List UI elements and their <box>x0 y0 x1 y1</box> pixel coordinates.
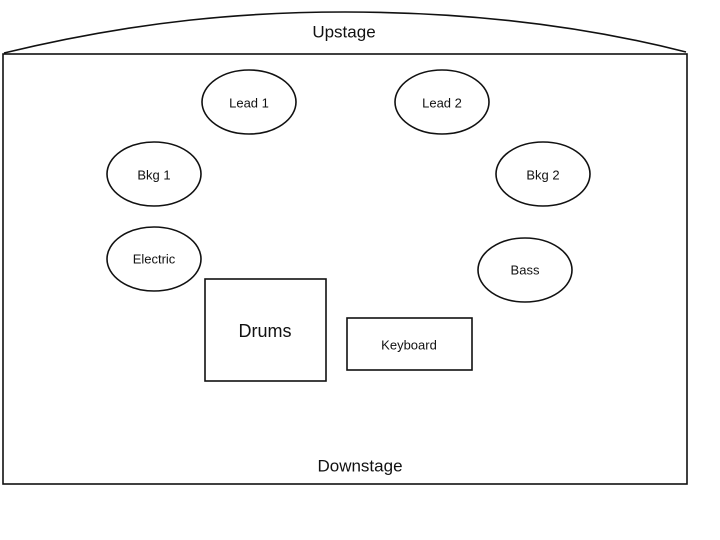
position-drums: Drums <box>204 278 327 382</box>
lead-2-label: Lead 2 <box>422 96 462 111</box>
position-lead-1: Lead 1 <box>201 69 297 135</box>
position-bkg-1: Bkg 1 <box>106 141 202 207</box>
lead-2-circle <box>394 69 490 135</box>
electric-label: Electric <box>133 252 176 267</box>
drums-box <box>204 278 327 382</box>
position-bass: Bass <box>477 237 573 303</box>
bass-circle <box>477 237 573 303</box>
drums-label: Drums <box>239 321 292 341</box>
upstage-label: Upstage <box>312 23 375 42</box>
bkg-1-circle <box>106 141 202 207</box>
position-keyboard: Keyboard <box>346 317 473 371</box>
stage-area <box>2 53 688 485</box>
bkg-2-circle <box>495 141 591 207</box>
keyboard-label: Keyboard <box>381 338 437 353</box>
bass-label: Bass <box>511 263 540 278</box>
upstage-arc <box>3 11 687 54</box>
position-electric: Electric <box>106 226 202 292</box>
bkg-1-label: Bkg 1 <box>137 168 170 183</box>
keyboard-box <box>346 317 473 371</box>
position-bkg-2: Bkg 2 <box>495 141 591 207</box>
position-lead-2: Lead 2 <box>394 69 490 135</box>
lead-1-label: Lead 1 <box>229 96 269 111</box>
electric-circle <box>106 226 202 292</box>
downstage-label: Downstage <box>317 457 402 476</box>
lead-1-circle <box>201 69 297 135</box>
bkg-2-label: Bkg 2 <box>526 168 559 183</box>
